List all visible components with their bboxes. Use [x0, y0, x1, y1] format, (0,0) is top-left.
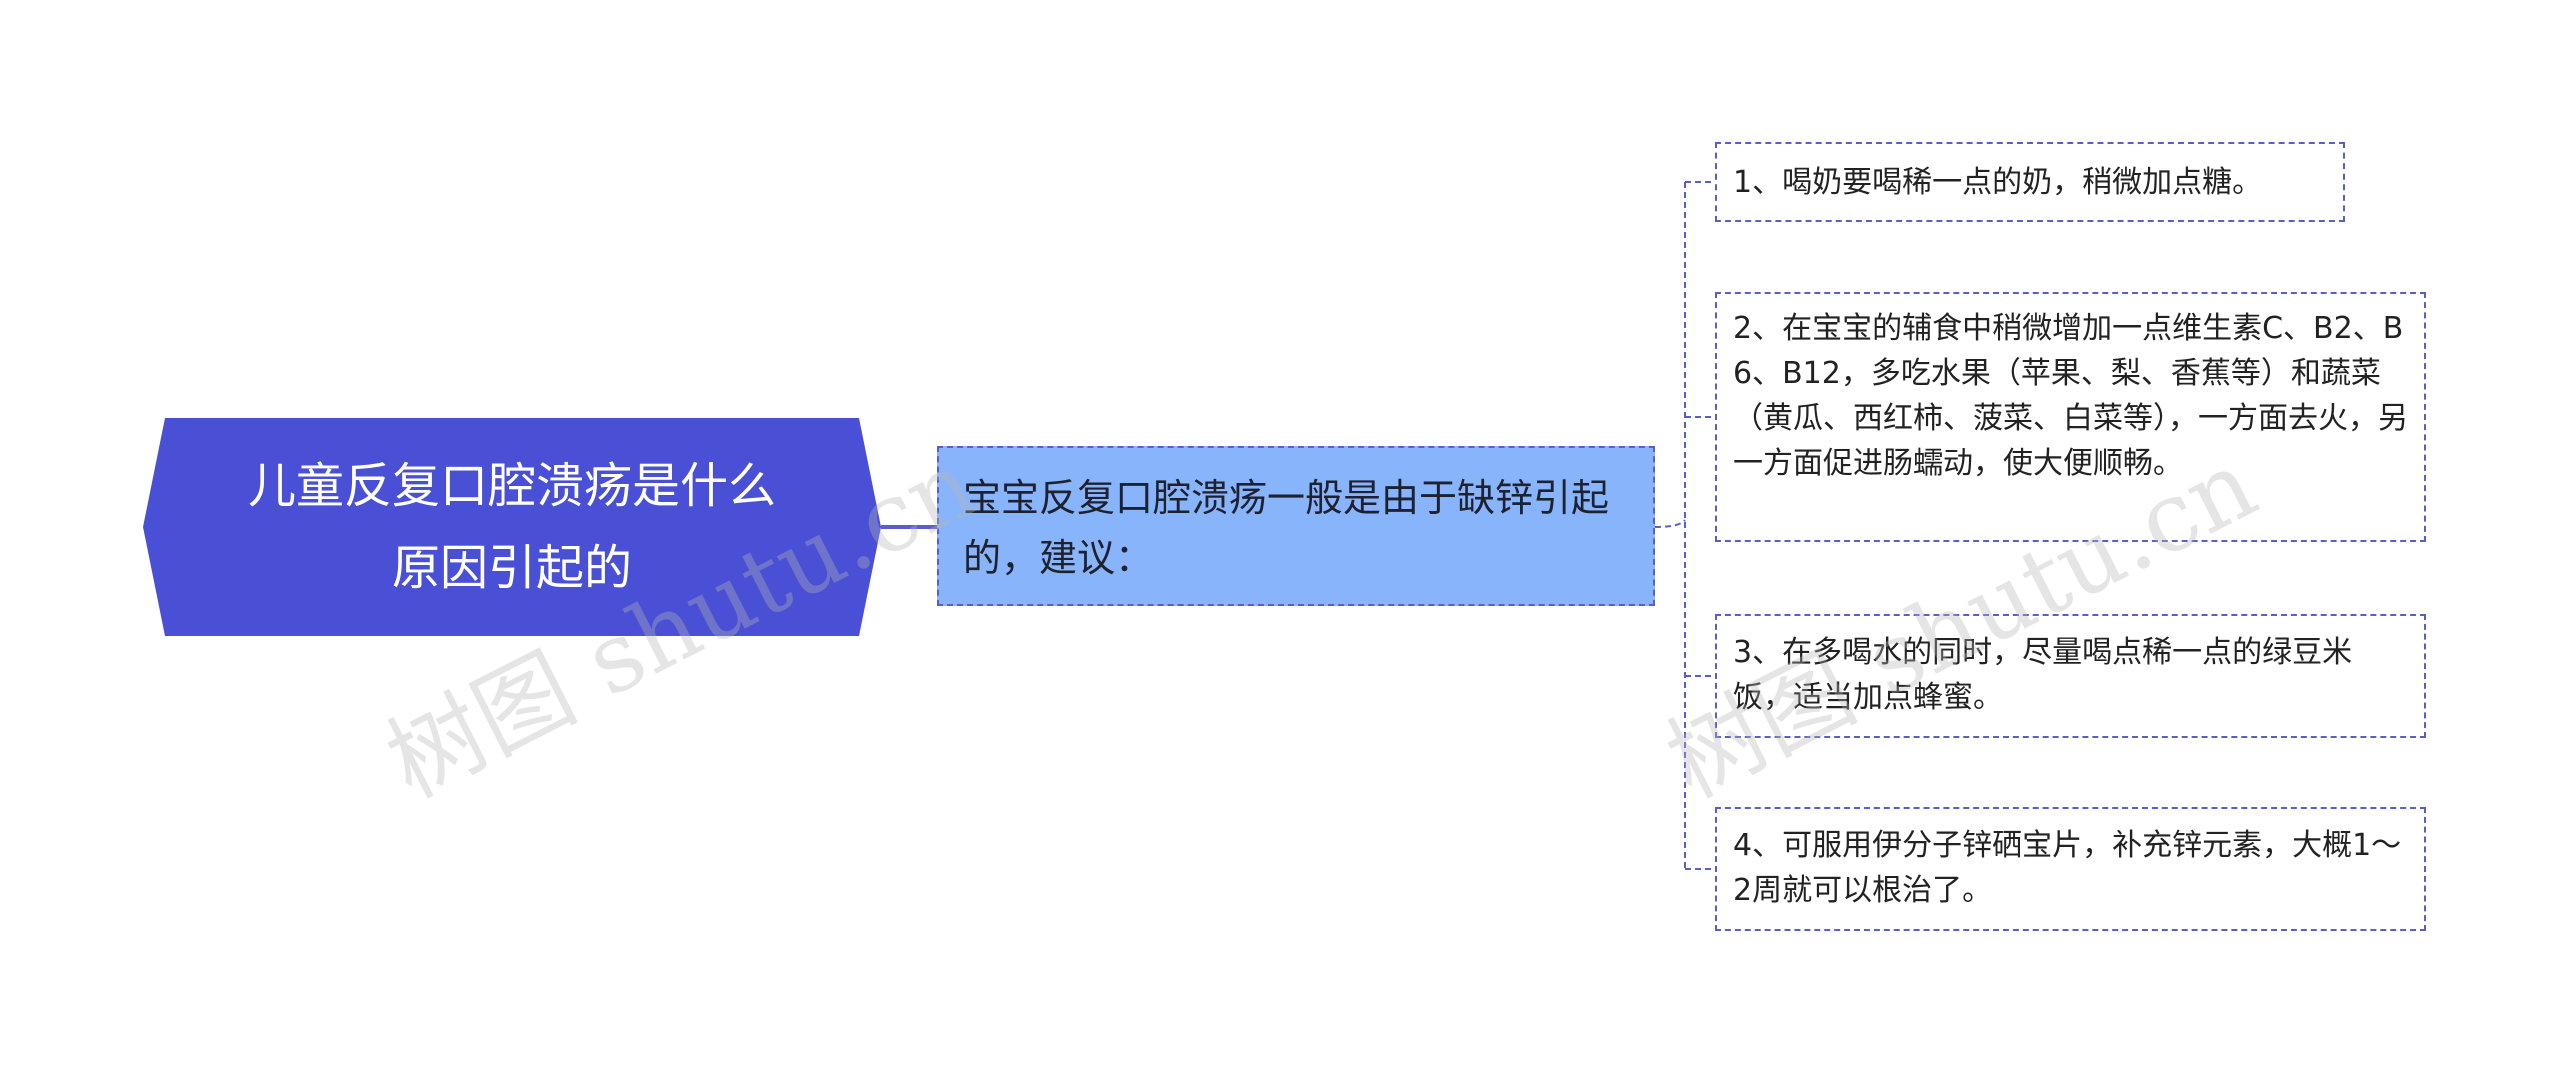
leaf-node-3[interactable]: 3、在多喝水的同时，尽量喝点稀一点的绿豆米饭，适当加点蜂蜜。	[1715, 614, 2426, 738]
leaf-text-1: 1、喝奶要喝稀一点的奶，稍微加点糖。	[1733, 165, 2263, 200]
root-topic-line-1: 儿童反复口腔溃疡是什么	[247, 458, 776, 514]
leaf-node-1[interactable]: 1、喝奶要喝稀一点的奶，稍微加点糖。	[1715, 142, 2345, 222]
root-topic-text: 儿童反复口腔溃疡是什么 原因引起的	[248, 445, 776, 609]
root-topic-node[interactable]: 儿童反复口腔溃疡是什么 原因引起的	[143, 418, 881, 636]
leaf-node-4[interactable]: 4、可服用伊分子锌硒宝片，补充锌元素，大概1～2周就可以根治了。	[1715, 807, 2426, 931]
leaf-node-2[interactable]: 2、在宝宝的辅食中稍微增加一点维生素C、B2、B6、B12，多吃水果（苹果、梨、…	[1715, 292, 2426, 542]
root-hexagon-shape	[143, 418, 881, 636]
middle-topic-text: 宝宝反复口腔溃疡一般是由于缺锌引起的，建议：	[963, 476, 1610, 580]
middle-topic-node[interactable]: 宝宝反复口腔溃疡一般是由于缺锌引起的，建议：	[937, 446, 1655, 606]
connector-middle-stub	[1654, 519, 1686, 528]
leaf-text-2: 2、在宝宝的辅食中稍微增加一点维生素C、B2、B6、B12，多吃水果（苹果、梨、…	[1733, 311, 2408, 481]
root-topic-line-2: 原因引起的	[391, 540, 632, 596]
leaf-text-3: 3、在多喝水的同时，尽量喝点稀一点的绿豆米饭，适当加点蜂蜜。	[1733, 635, 2353, 715]
leaf-text-4: 4、可服用伊分子锌硒宝片，补充锌元素，大概1～2周就可以根治了。	[1733, 828, 2402, 908]
